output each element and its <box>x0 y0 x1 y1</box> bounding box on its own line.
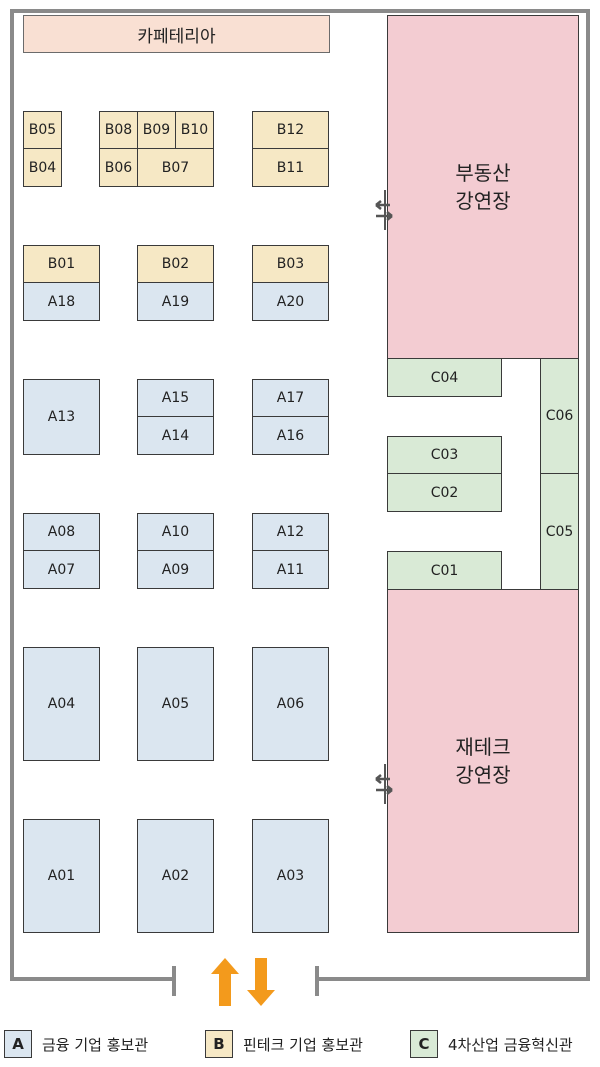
booth-b04[interactable]: B04 <box>23 148 62 187</box>
booth-a01[interactable]: A01 <box>23 819 100 933</box>
wall-left <box>10 9 14 981</box>
booth-b07[interactable]: B07 <box>137 148 214 187</box>
booth-b10[interactable]: B10 <box>175 111 214 149</box>
booth-a07[interactable]: A07 <box>23 550 100 589</box>
legend-swatch-b: B <box>205 1030 233 1058</box>
wall-right <box>586 9 590 981</box>
booth-c03[interactable]: C03 <box>387 436 502 474</box>
booth-b05[interactable]: B05 <box>23 111 62 149</box>
booth-a12[interactable]: A12 <box>252 513 329 551</box>
booth-a10[interactable]: A10 <box>137 513 214 551</box>
booth-c01[interactable]: C01 <box>387 551 502 590</box>
hall-type: 강연장 <box>455 189 511 213</box>
booth-c06[interactable]: C06 <box>540 358 579 474</box>
booth-a20[interactable]: A20 <box>252 282 329 321</box>
booth-c05[interactable]: C05 <box>540 473 579 590</box>
booth-a17[interactable]: A17 <box>252 379 329 417</box>
door-arrows-icon <box>375 190 393 230</box>
wall-bottom-left <box>10 977 175 981</box>
booth-a16[interactable]: A16 <box>252 416 329 455</box>
booth-a08[interactable]: A08 <box>23 513 100 551</box>
booth-b06[interactable]: B06 <box>99 148 138 187</box>
legend-swatch-c: C <box>410 1030 438 1058</box>
door-arrows-icon <box>375 764 393 804</box>
booth-a18[interactable]: A18 <box>23 282 100 321</box>
booth-a14[interactable]: A14 <box>137 416 214 455</box>
booth-a02[interactable]: A02 <box>137 819 214 933</box>
booth-b08[interactable]: B08 <box>99 111 138 149</box>
hall-name: 재테크 <box>455 735 511 759</box>
booth-c02[interactable]: C02 <box>387 473 502 512</box>
legend-item-b: B 핀테크 기업 홍보관 <box>205 1030 363 1058</box>
lecture-hall-realestate[interactable]: 부동산 강연장 <box>387 15 579 359</box>
booth-c04[interactable]: C04 <box>387 358 502 397</box>
entrance-post-right <box>315 966 319 996</box>
legend-item-c: C 4차산업 금융혁신관 <box>410 1030 573 1058</box>
hall-name: 부동산 <box>455 161 511 185</box>
wall-bottom-right <box>316 977 590 981</box>
booth-a09[interactable]: A09 <box>137 550 214 589</box>
booth-b11[interactable]: B11 <box>252 148 329 187</box>
hall-type: 강연장 <box>455 763 511 787</box>
booth-a04[interactable]: A04 <box>23 647 100 761</box>
legend-swatch-a: A <box>4 1030 32 1058</box>
booth-b01[interactable]: B01 <box>23 245 100 283</box>
booth-b12[interactable]: B12 <box>252 111 329 149</box>
booth-b03[interactable]: B03 <box>252 245 329 283</box>
booth-a11[interactable]: A11 <box>252 550 329 589</box>
entrance-arrows-icon[interactable] <box>210 956 280 1008</box>
entrance-post-left <box>172 966 176 996</box>
booth-b02[interactable]: B02 <box>137 245 214 283</box>
legend-label-b: 핀테크 기업 홍보관 <box>243 1035 363 1054</box>
legend-label-a: 금융 기업 홍보관 <box>42 1035 149 1054</box>
lecture-hall-finance[interactable]: 재테크 강연장 <box>387 589 579 933</box>
booth-a03[interactable]: A03 <box>252 819 329 933</box>
legend-label-c: 4차산업 금융혁신관 <box>448 1035 573 1054</box>
booth-a19[interactable]: A19 <box>137 282 214 321</box>
booth-b09[interactable]: B09 <box>137 111 176 149</box>
cafeteria[interactable]: 카페테리아 <box>23 15 330 53</box>
booth-a15[interactable]: A15 <box>137 379 214 417</box>
booth-a05[interactable]: A05 <box>137 647 214 761</box>
booth-a06[interactable]: A06 <box>252 647 329 761</box>
wall-top <box>10 9 590 13</box>
booth-a13[interactable]: A13 <box>23 379 100 455</box>
legend-item-a: A 금융 기업 홍보관 <box>4 1030 148 1058</box>
